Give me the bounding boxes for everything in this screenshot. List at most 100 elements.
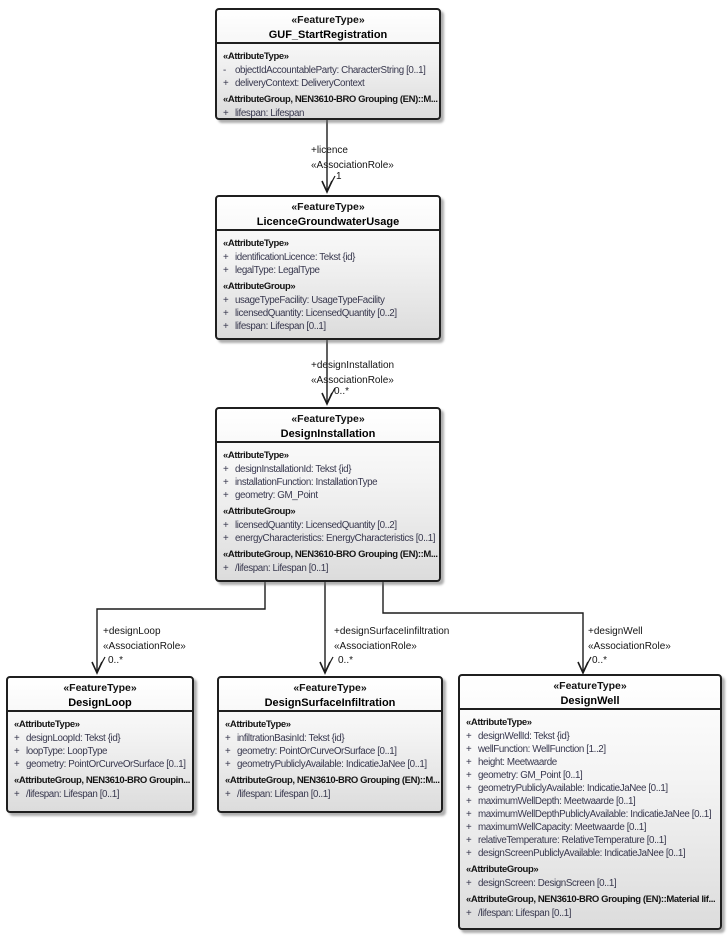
stereotype-row: «AttributeGroup, NEN3610-BRO Groupin... xyxy=(14,775,190,786)
attribute-row: +geometry: GM_Point [0..1] xyxy=(460,769,720,782)
association-line[interactable] xyxy=(96,582,266,673)
association-multiplicity: 0..* xyxy=(334,386,350,397)
visibility-sign: + xyxy=(223,533,229,544)
attribute-row: +geometry: PointOrCurveOrSurface [0..1] xyxy=(219,745,441,758)
visibility-sign: + xyxy=(223,490,229,501)
attribute-text: designWellId: Tekst {id} xyxy=(478,731,570,742)
visibility-sign: + xyxy=(223,252,229,263)
attribute-text: deliveryContext: DeliveryContext xyxy=(235,78,365,89)
visibility-sign: + xyxy=(223,78,229,89)
class-stereotype: «FeatureType» xyxy=(293,682,367,694)
attribute-row: +maximumWellDepthPubliclyAvailable: Indi… xyxy=(460,808,720,821)
attribute-row: +geometryPubliclyAvailable: IndicatieJaN… xyxy=(460,782,720,795)
class-box-designwell[interactable]: «FeatureType» DesignWell «AttributeType»… xyxy=(458,674,722,930)
attribute-row: +maximumWellDepth: Meetwaarde [0..1] xyxy=(460,795,720,808)
class-box-guf-startregistration[interactable]: «FeatureType» GUF_StartRegistration «Att… xyxy=(215,8,441,120)
association-multiplicity: 0..* xyxy=(338,655,354,666)
visibility-sign: + xyxy=(225,759,231,770)
visibility-sign: + xyxy=(223,563,229,574)
stereotype-row: «AttributeType» xyxy=(14,719,80,730)
class-stereotype: «FeatureType» xyxy=(291,201,365,213)
attribute-row: +/lifespan: Lifespan [0..1] xyxy=(219,788,441,801)
attribute-row: +infiltrationBasinId: Tekst {id} xyxy=(219,732,441,745)
class-stereotype: «FeatureType» xyxy=(63,682,137,694)
visibility-sign: + xyxy=(223,295,229,306)
attribute-row: -objectIdAccountableParty: CharacterStri… xyxy=(217,64,439,77)
multiplicity-tick-icon xyxy=(327,387,336,402)
association-role-name: +designWell xyxy=(588,626,643,637)
class-name: DesignInstallation xyxy=(280,428,376,440)
visibility-sign: + xyxy=(223,308,229,319)
attribute-text: usageTypeFacility: UsageTypeFacility xyxy=(235,295,385,306)
stereotype-row: «AttributeGroup, NEN3610-BRO Grouping (E… xyxy=(466,894,716,905)
attribute-row: +identificationLicence: Tekst {id} xyxy=(217,251,439,264)
visibility-sign: + xyxy=(466,770,472,781)
association-stereotype: «AssociationRole» xyxy=(588,641,671,652)
attribute-text: designLoopId: Tekst {id} xyxy=(26,733,121,744)
class-box-licencegroundwaterusage[interactable]: «FeatureType» LicenceGroundwaterUsage «A… xyxy=(215,195,441,340)
visibility-sign: + xyxy=(14,759,20,770)
attribute-text: height: Meetwaarde xyxy=(478,757,557,768)
association-line[interactable] xyxy=(382,582,584,673)
multiplicity-tick-icon xyxy=(583,656,592,671)
association-stereotype: «AssociationRole» xyxy=(334,641,417,652)
association-role-name: +designSurfaceIinfiltration xyxy=(334,626,450,637)
class-box-designinstallation[interactable]: «FeatureType» DesignInstallation «Attrib… xyxy=(215,407,441,582)
attribute-text: /lifespan: Lifespan [0..1] xyxy=(478,908,572,919)
association-role-name: +designLoop xyxy=(103,626,161,637)
visibility-sign: + xyxy=(14,746,20,757)
stereotype-row: «AttributeType» xyxy=(225,719,291,730)
class-attribute-list: «AttributeType» + designLoopId: Tekst {id}… xyxy=(8,712,192,811)
association-label-designinstallation: +designInstallation «AssociationRole» xyxy=(311,358,394,388)
attribute-row: +lifespan: Lifespan [0..1] xyxy=(217,320,439,333)
attribute-text: designInstallationId: Tekst {id} xyxy=(235,464,352,475)
attribute-row: +designScreenPubliclyAvailable: Indicati… xyxy=(460,847,720,860)
attribute-text: licensedQuantity: LicensedQuantity [0..2… xyxy=(235,308,397,319)
class-header: «FeatureType» DesignInstallation xyxy=(217,409,439,443)
class-box-designsurfaceinfiltration[interactable]: «FeatureType» DesignSurfaceInfiltration … xyxy=(217,676,443,813)
visibility-sign: + xyxy=(223,108,229,118)
visibility-sign: + xyxy=(223,477,229,488)
association-label-designsurfaceinfiltration: +designSurfaceIinfiltration «Association… xyxy=(334,624,449,654)
class-header: «FeatureType» LicenceGroundwaterUsage xyxy=(217,197,439,231)
visibility-sign: + xyxy=(14,733,20,744)
stereotype-row: «AttributeType» xyxy=(223,51,289,62)
class-box-designloop[interactable]: «FeatureType» DesignLoop «AttributeType»… xyxy=(6,676,194,813)
visibility-sign: + xyxy=(466,908,472,919)
stereotype-row: «AttributeType» xyxy=(223,450,289,461)
association-role-name: +designInstallation xyxy=(311,360,395,371)
attribute-text: infiltrationBasinId: Tekst {id} xyxy=(237,733,345,744)
attribute-row: + relativeTemperature: RelativeTemperatur… xyxy=(460,834,720,847)
attribute-row: +/lifespan: Lifespan [0..1] xyxy=(8,788,192,801)
attribute-text: installationFunction: InstallationType xyxy=(235,477,378,488)
attribute-text: geometryPubliclyAvailable: IndicatieJaNe… xyxy=(237,759,427,770)
association-stereotype: «AssociationRole» xyxy=(311,375,394,386)
class-name: DesignLoop xyxy=(68,697,132,709)
attribute-text: loopType: LoopType xyxy=(26,746,108,757)
attribute-row: + usageTypeFacility: UsageTypeFacility xyxy=(217,294,439,307)
association-label-designwell: +designWell «AssociationRole» xyxy=(588,624,671,654)
association-multiplicity: 1 xyxy=(336,171,342,182)
attribute-row: + lifespan: Lifespan xyxy=(217,107,439,118)
attribute-row: + geometry: PointOrCurveOrSurface [0..1] xyxy=(8,758,192,771)
visibility-sign: + xyxy=(466,878,472,889)
visibility-sign: + xyxy=(466,822,472,833)
attribute-row: +designInstallationId: Tekst {id} xyxy=(217,463,439,476)
visibility-sign: + xyxy=(466,757,472,768)
attribute-text: geometry: GM_Point xyxy=(235,490,318,501)
association-stereotype: «AssociationRole» xyxy=(103,641,186,652)
attribute-row: +licensedQuantity: LicensedQuantity [0..… xyxy=(217,519,439,532)
attribute-text: geometry: PointOrCurveOrSurface [0..1] xyxy=(26,759,186,770)
visibility-sign: + xyxy=(225,746,231,757)
attribute-text: relativeTemperature: RelativeTemperature… xyxy=(478,835,667,846)
attribute-text: geometryPubliclyAvailable: IndicatieJaNe… xyxy=(478,783,668,794)
attribute-text: energyCharacteristics: EnergyCharacteris… xyxy=(235,533,436,544)
attribute-row: +designScreen: DesignScreen [0..1] xyxy=(460,877,720,890)
attribute-text: maximumWellDepth: Meetwaarde [0..1] xyxy=(478,796,636,807)
attribute-text: /lifespan: Lifespan [0..1] xyxy=(235,563,329,574)
visibility-sign: + xyxy=(466,835,472,846)
class-name: DesignWell xyxy=(560,695,620,707)
attribute-text: lifespan: Lifespan xyxy=(235,108,305,118)
